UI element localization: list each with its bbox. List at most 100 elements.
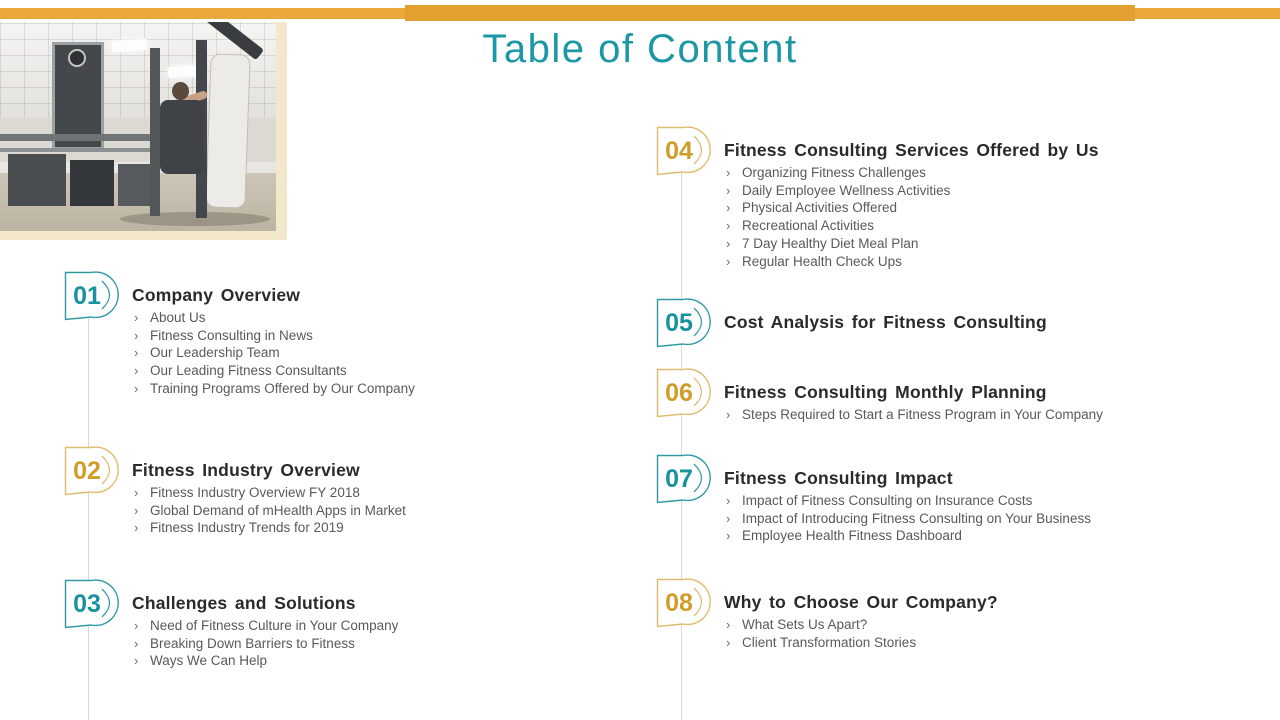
toc-item[interactable]: ›Organizing Fitness Challenges: [726, 164, 1231, 182]
chevron-bullet-icon: ›: [726, 634, 731, 650]
toc-item[interactable]: › Regular Health Check Ups: [726, 253, 1231, 271]
toc-item[interactable]: ›About Us: [134, 309, 639, 327]
chevron-bullet-icon: ›: [726, 235, 731, 251]
chevron-bullet-icon: ›: [726, 253, 731, 269]
chevron-bullet-icon: ›: [134, 380, 139, 396]
section-number-badge[interactable]: 06: [656, 368, 712, 418]
toc-item-label: About Us: [150, 310, 206, 325]
section-content: Fitness Consulting Impact › Impact of Fit…: [724, 454, 1231, 545]
chevron-bullet-icon: ›: [134, 520, 139, 536]
toc-item[interactable]: ›Training Programs Offered by Our Compan…: [134, 380, 639, 398]
toc-item[interactable]: › Fitness Consulting in News: [134, 327, 639, 345]
section-content: Fitness Consulting Services Offered by U…: [724, 126, 1231, 270]
toc-item-label: Regular Health Check Ups: [742, 253, 902, 269]
chevron-bullet-icon: ›: [726, 510, 731, 526]
toc-section: 03 Challenges and Solutions ›Need of Fit…: [64, 579, 639, 670]
section-title[interactable]: Fitness Consulting Services Offered by U…: [724, 140, 1099, 160]
toc-item-label: Fitness Consulting in News: [150, 327, 313, 343]
toc-item[interactable]: ›Employee Health Fitness Dashboard: [726, 527, 1231, 545]
toc-item[interactable]: › Impact of Introducing Fitness Consultin…: [726, 510, 1231, 528]
toc-item[interactable]: ›7 Day Healthy Diet Meal Plan: [726, 235, 1231, 253]
toc-section: 04 Fitness Consulting Services Offered b…: [656, 126, 1231, 270]
section-number: 05: [665, 309, 693, 337]
section-number-badge[interactable]: 05: [656, 298, 712, 348]
toc-item-label: Our Leading Fitness Consultants: [150, 363, 347, 379]
section-title[interactable]: Fitness Consulting Impact: [724, 468, 953, 488]
section-title[interactable]: Company Overview: [132, 285, 301, 305]
chevron-bullet-icon: ›: [134, 653, 139, 669]
section-number-badge[interactable]: 02: [64, 446, 120, 496]
section-number-badge[interactable]: 08: [656, 578, 712, 628]
toc-item[interactable]: ›What Sets Us Apart?: [726, 616, 1231, 634]
section-number: 08: [665, 589, 693, 617]
toc-section: 05 Cost Analysis for Fitness Consulting: [656, 298, 1231, 348]
section-items: ›About Us›Fitness Consulting in News›Our…: [132, 309, 639, 398]
chevron-bullet-icon: ›: [726, 182, 731, 198]
section-number-badge[interactable]: 01: [64, 271, 120, 321]
toc-item[interactable]: › Impact of Fitness Consulting on Insuran…: [726, 492, 1231, 510]
section-number-badge[interactable]: 04: [656, 126, 712, 176]
section-title[interactable]: Fitness Industry Overview: [132, 460, 360, 480]
section-title[interactable]: Fitness Consulting Monthly Planning: [724, 382, 1047, 402]
section-content: Fitness Consulting Monthly Planning ›Ste…: [724, 368, 1231, 424]
section-number-badge[interactable]: 03: [64, 579, 120, 629]
section-number: 03: [73, 590, 101, 618]
toc-item[interactable]: ›Daily Employee Wellness Activities: [726, 182, 1231, 200]
toc-item[interactable]: ›Need of Fitness Culture in Your Company: [134, 617, 639, 635]
section-items: ›Organizing Fitness Challenges›Daily Emp…: [724, 164, 1231, 270]
toc-item[interactable]: › Our Leading Fitness Consultants: [134, 362, 639, 380]
badge-outline-shape: 05: [656, 298, 711, 348]
section-number-badge[interactable]: 07: [656, 454, 712, 504]
chevron-bullet-icon: ›: [134, 363, 139, 379]
toc-item[interactable]: ›Fitness Industry Overview FY 2018: [134, 484, 639, 502]
chevron-bullet-icon: ›: [726, 493, 731, 508]
chevron-bullet-icon: ›: [134, 502, 139, 518]
toc-item[interactable]: ›Our Leadership Team: [134, 344, 639, 362]
section-title[interactable]: Challenges and Solutions: [132, 593, 356, 613]
section-items: ›Fitness Industry Overview FY 2018›Globa…: [132, 484, 639, 537]
section-number: 01: [73, 282, 101, 310]
toc-item-label: Employee Health Fitness Dashboard: [742, 528, 962, 544]
toc-item[interactable]: › Fitness Industry Trends for 2019: [134, 519, 639, 537]
photo-rail: [0, 134, 152, 141]
section-items: › Impact of Fitness Consulting on Insuran…: [724, 492, 1231, 545]
toc-item-label: Fitness Industry Trends for 2019: [150, 520, 344, 536]
toc-item-label: Impact of Introducing Fitness Consulting…: [742, 510, 1091, 526]
photo-logo-circle: [68, 49, 86, 67]
section-items: ›Steps Required to Start a Fitness Progr…: [724, 406, 1231, 424]
toc-item-label: Breaking Down Barriers to Fitness: [150, 635, 355, 651]
photo-floor-shadow: [120, 212, 270, 226]
section-title[interactable]: Why to Choose Our Company?: [724, 592, 998, 612]
chevron-bullet-icon: ›: [134, 485, 139, 500]
top-accent-bar-overlay: [405, 5, 1135, 21]
toc-item[interactable]: ›Physical Activities Offered: [726, 199, 1231, 217]
photo-machine-block: [118, 164, 154, 206]
section-content: Cost Analysis for Fitness Consulting: [724, 298, 1231, 336]
toc-item[interactable]: ›Recreational Activities: [726, 217, 1231, 235]
photo-seat-pad: [205, 53, 251, 209]
section-number: 07: [665, 465, 693, 493]
toc-item[interactable]: ›Client Transformation Stories: [726, 634, 1231, 652]
section-content: Why to Choose Our Company? ›What Sets Us…: [724, 578, 1231, 651]
toc-item[interactable]: ›Steps Required to Start a Fitness Progr…: [726, 406, 1231, 424]
toc-item-label: Impact of Fitness Consulting on Insuranc…: [742, 493, 1033, 508]
section-number: 02: [73, 457, 101, 485]
chevron-bullet-icon: ›: [726, 218, 731, 234]
toc-section: 06 Fitness Consulting Monthly Planning ›…: [656, 368, 1231, 424]
photo-machine-post: [150, 48, 160, 216]
toc-section: 02 Fitness Industry Overview ›Fitness In…: [64, 446, 639, 537]
toc-section: 08 Why to Choose Our Company? ›What Sets…: [656, 578, 1231, 651]
chevron-bullet-icon: ›: [134, 327, 139, 343]
toc-item-label: Ways We Can Help: [150, 653, 268, 669]
section-title[interactable]: Cost Analysis for Fitness Consulting: [724, 312, 1047, 332]
badge-outline-shape: 03: [64, 579, 119, 629]
toc-item[interactable]: ›Breaking Down Barriers to Fitness: [134, 635, 639, 653]
left-connector-line: [88, 317, 89, 720]
chevron-bullet-icon: ›: [726, 165, 731, 180]
page-title: Table of Content: [482, 27, 798, 71]
chevron-bullet-icon: ›: [134, 618, 139, 633]
section-number: 04: [665, 137, 693, 165]
section-items: ›What Sets Us Apart?›Client Transformati…: [724, 616, 1231, 651]
toc-item[interactable]: › Ways We Can Help: [134, 652, 639, 670]
toc-item[interactable]: ›Global Demand of mHealth Apps in Market: [134, 502, 639, 520]
